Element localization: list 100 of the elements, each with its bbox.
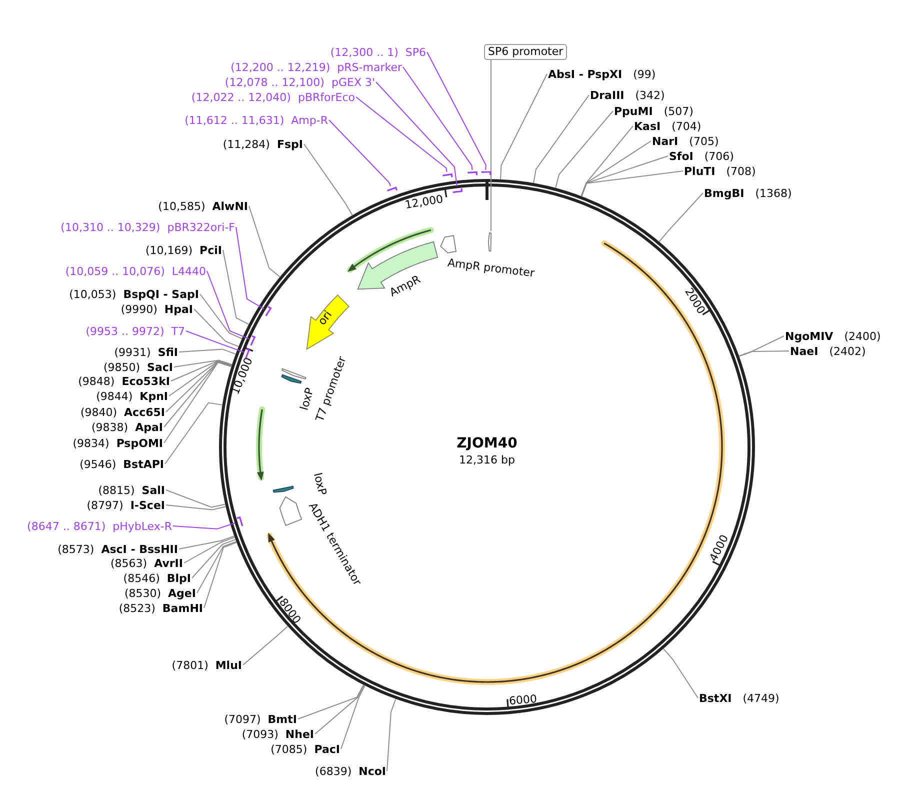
enzyme-name: DraIII bbox=[590, 88, 624, 102]
primer-mark bbox=[235, 515, 244, 528]
tick-label: 4000 bbox=[706, 532, 732, 564]
site-position: (4749) bbox=[742, 692, 780, 704]
site-position: (8573) bbox=[58, 542, 94, 556]
terminator-symbol bbox=[278, 495, 304, 527]
site-position: (11,284) bbox=[222, 138, 270, 150]
promoter-symbol bbox=[439, 234, 458, 255]
enzyme-name: MluI bbox=[215, 658, 242, 672]
enzyme-name: BlpI bbox=[166, 572, 191, 584]
primer-mark bbox=[264, 305, 273, 318]
primer-mark bbox=[451, 186, 464, 194]
enzyme-name: NaeI bbox=[790, 344, 818, 358]
leader-line bbox=[580, 140, 652, 197]
leader-line bbox=[738, 350, 790, 357]
site-position: (10,053) bbox=[69, 288, 116, 300]
leader-line bbox=[662, 648, 698, 698]
site-position: (507) bbox=[664, 104, 694, 118]
promoter-symbol bbox=[280, 367, 308, 381]
enzyme-name: SalI bbox=[142, 484, 165, 496]
primer-position: (12,022 .. 12,040) bbox=[191, 90, 291, 104]
site-position: (1368) bbox=[755, 186, 792, 200]
enzyme-name: BmtI bbox=[268, 712, 297, 726]
leader-line bbox=[164, 402, 223, 464]
primer-name: pHybLex-R bbox=[112, 520, 172, 532]
enzyme-name: NgoMIV bbox=[785, 330, 834, 342]
enzyme-name: AvrII bbox=[154, 556, 183, 570]
site-position: (9990) bbox=[120, 302, 158, 316]
site-position: (6839) bbox=[315, 764, 352, 778]
primer-mark bbox=[441, 172, 454, 179]
leader-line bbox=[178, 348, 236, 355]
site-symbol bbox=[271, 484, 295, 494]
site-position: (8546) bbox=[123, 572, 160, 584]
leader-line bbox=[186, 330, 244, 353]
primer-mark bbox=[385, 186, 399, 193]
site-position: (9931) bbox=[114, 346, 151, 358]
site-position: (8563) bbox=[110, 556, 148, 570]
site-position: (10,585) bbox=[158, 200, 206, 212]
enzyme-name: PpuMI bbox=[614, 104, 653, 118]
enzyme-name: HpaI bbox=[164, 302, 193, 316]
enzyme-name: AbsI - PspXI bbox=[548, 68, 622, 80]
enzyme-name: KpnI bbox=[140, 390, 168, 402]
primer-position: (9953 .. 9972) bbox=[86, 324, 164, 338]
enzyme-name: KasI bbox=[634, 120, 661, 132]
enzyme-name: PacI bbox=[314, 742, 340, 756]
enzyme-name: SfiI bbox=[158, 346, 178, 358]
site-position: (8523) bbox=[118, 602, 156, 614]
leader-line bbox=[206, 270, 250, 340]
enzyme-name: BstAPI bbox=[123, 458, 164, 470]
primer-name: SP6 bbox=[405, 46, 426, 58]
feature-label: AmpR promoter bbox=[446, 256, 536, 280]
primer-position: (10,310 .. 10,329) bbox=[60, 220, 160, 234]
site-position: (2400) bbox=[844, 330, 881, 342]
leader-line bbox=[658, 192, 704, 242]
site-position: (342) bbox=[635, 88, 665, 102]
leader-line bbox=[172, 522, 236, 530]
enzyme-name: BmgBI bbox=[704, 186, 744, 200]
site-position: (7085) bbox=[270, 742, 308, 756]
enzyme-name: SfoI bbox=[669, 150, 694, 162]
leader-line bbox=[166, 490, 226, 508]
primer-position: (12,300 .. 1) bbox=[330, 46, 398, 58]
primer-mark bbox=[249, 334, 257, 347]
enzyme-name: BstXI bbox=[699, 692, 732, 704]
site-position: (9850) bbox=[103, 360, 140, 374]
primer-mark bbox=[466, 170, 479, 177]
leader-line bbox=[555, 110, 614, 188]
site-position: (10,169) bbox=[145, 244, 193, 256]
feature-label: ori bbox=[315, 308, 335, 328]
primer-name: pBRforEco bbox=[298, 90, 355, 104]
site-position: (9840) bbox=[80, 406, 118, 418]
leader-line bbox=[222, 250, 250, 325]
enzyme-name: BamHI bbox=[162, 602, 203, 614]
leader-line bbox=[356, 96, 448, 172]
plasmid-name: ZJOM40 bbox=[456, 438, 518, 450]
leader-line bbox=[194, 308, 240, 348]
leader-line bbox=[248, 206, 280, 278]
leader-line bbox=[184, 536, 236, 564]
leader-line bbox=[166, 504, 226, 510]
enzyme-name: NcoI bbox=[358, 764, 386, 778]
site-position: (8815) bbox=[98, 484, 135, 496]
leader-line bbox=[196, 541, 237, 594]
leader-line bbox=[192, 539, 236, 578]
primer-name: Amp-R bbox=[291, 114, 328, 126]
primer-name: pBR322ori-F bbox=[167, 220, 235, 234]
feature-label: loxP bbox=[298, 386, 316, 412]
site-position: (7097) bbox=[224, 712, 261, 726]
leader-line bbox=[533, 94, 590, 184]
feature-callout: SP6 promoter bbox=[484, 44, 568, 60]
enzyme-name: PspOMI bbox=[116, 436, 163, 450]
site-position: (704) bbox=[672, 120, 702, 132]
site-position: (99) bbox=[633, 68, 656, 80]
site-position: (7093) bbox=[242, 728, 278, 740]
site-position: (8530) bbox=[124, 586, 162, 600]
leader-line bbox=[304, 144, 353, 216]
primer-name: pRS-marker bbox=[337, 60, 402, 74]
site-position: (708) bbox=[726, 164, 756, 178]
leader-line bbox=[166, 361, 232, 412]
primer-position: (11,612 .. 11,631) bbox=[184, 114, 284, 126]
leader-line bbox=[402, 66, 473, 170]
leader-line bbox=[340, 685, 366, 750]
